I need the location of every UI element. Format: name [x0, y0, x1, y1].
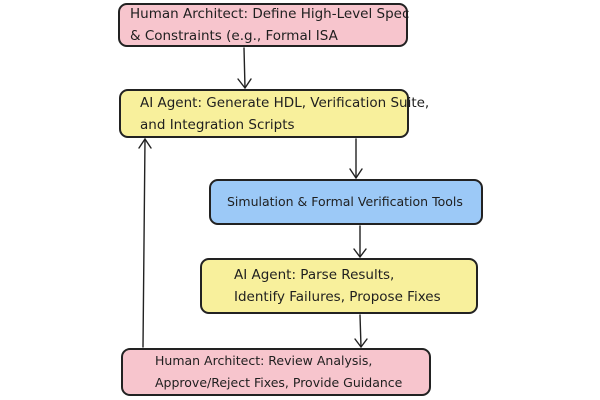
node-review-line-1: Human Architect: Review Analysis, [155, 353, 373, 368]
node-ai-generate-hdl: AI Agent: Generate HDL, Verification Sui… [119, 89, 430, 138]
node-generate-line-2: and Integration Scripts [140, 116, 295, 133]
node-spec-line-2: & Constraints (e.g., Formal ISA [130, 28, 338, 44]
node-tools-line-1: Simulation & Formal Verification Tools [227, 194, 463, 209]
node-human-define-spec: Human Architect: Define High-Level Spec … [118, 3, 410, 47]
node-parse-line-2: Identify Failures, Propose Fixes [234, 289, 441, 305]
arrow-parse-to-review [354, 314, 368, 348]
node-review-line-2: Approve/Reject Fixes, Provide Guidance [155, 375, 403, 390]
arrow-spec-to-generate [237, 47, 252, 89]
arrow-generate-to-tools [349, 138, 363, 179]
node-ai-parse-results: AI Agent: Parse Results, Identify Failur… [200, 258, 478, 314]
node-parse-line-1: AI Agent: Parse Results, [234, 267, 395, 283]
node-verification-tools: Simulation & Formal Verification Tools [209, 179, 483, 225]
node-generate-line-1: AI Agent: Generate HDL, Verification Sui… [140, 94, 430, 111]
arrow-review-to-generate [138, 138, 152, 348]
arrow-tools-to-parse [353, 225, 367, 258]
node-human-review: Human Architect: Review Analysis, Approv… [121, 348, 431, 396]
node-spec-line-1: Human Architect: Define High-Level Spec [130, 6, 410, 22]
